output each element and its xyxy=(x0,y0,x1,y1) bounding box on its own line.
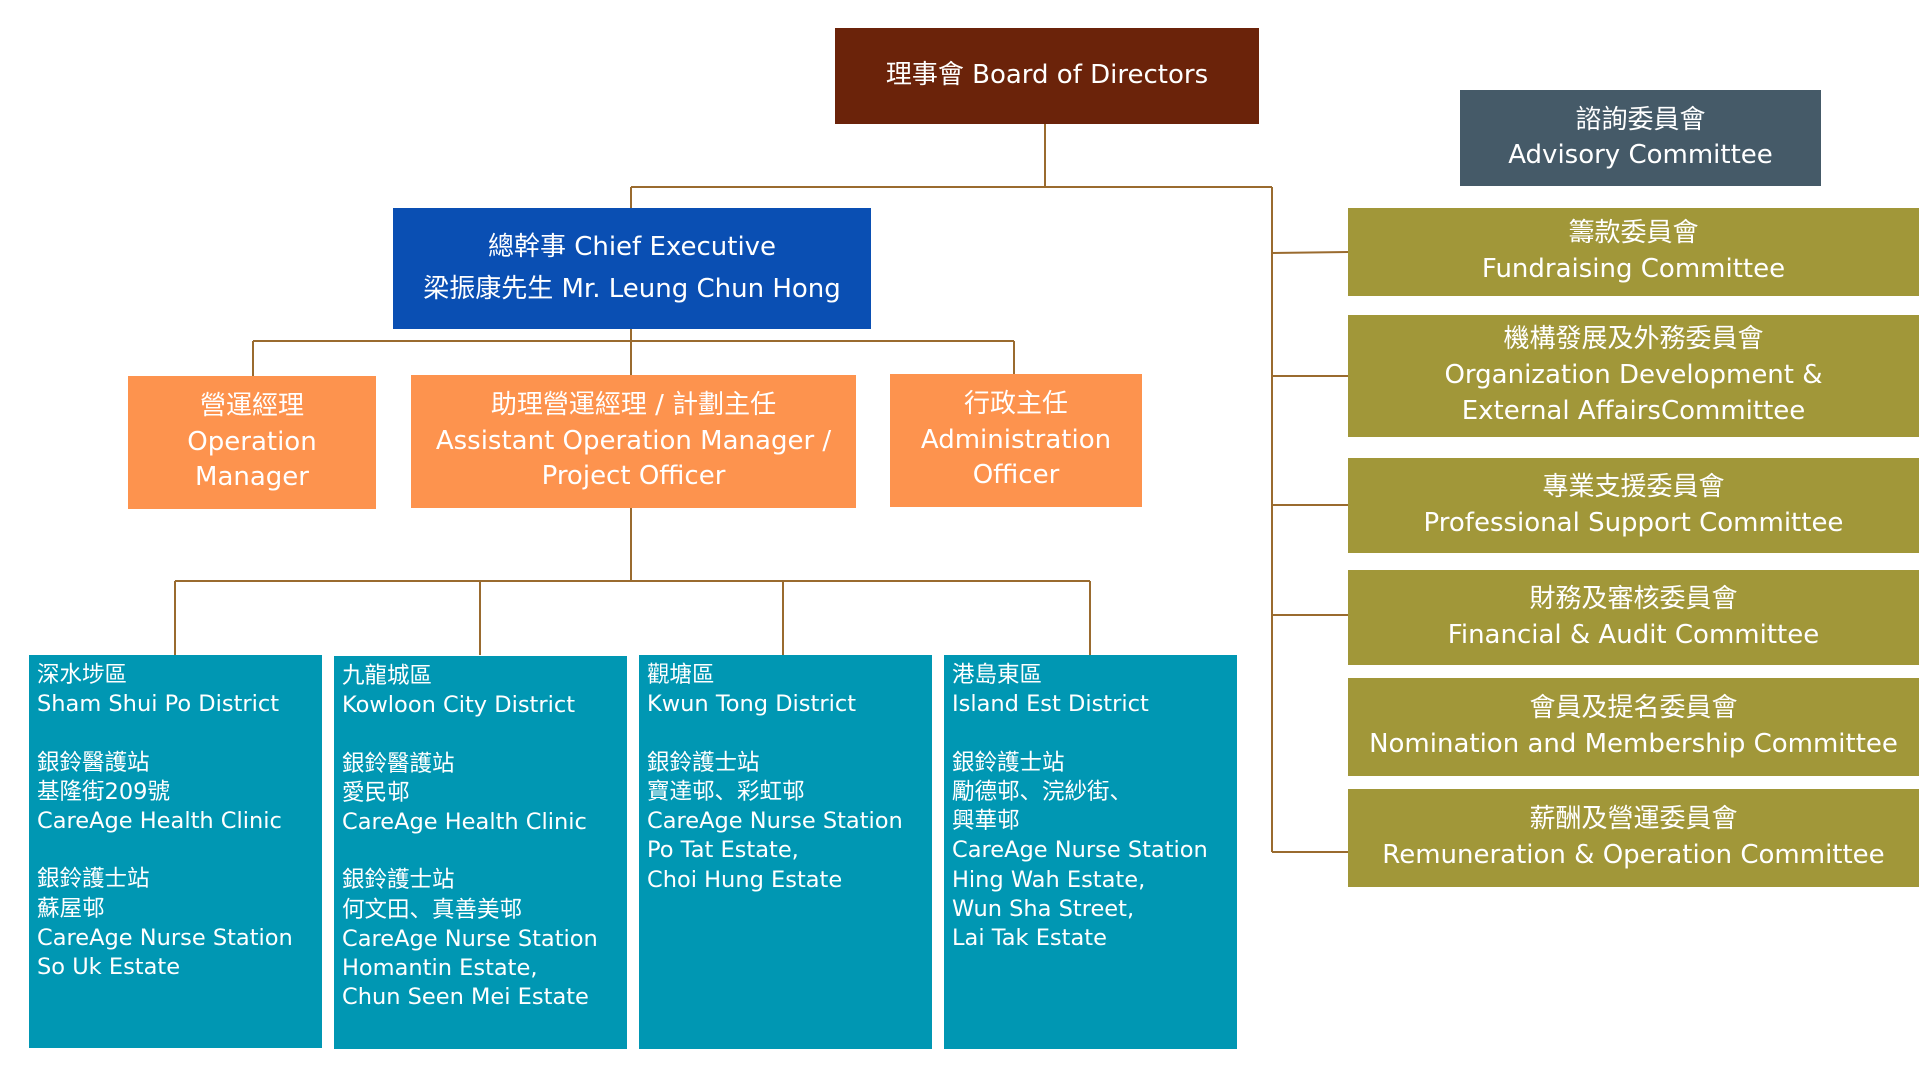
advisory-committee-en: Advisory Committee xyxy=(1508,140,1773,170)
chief-executive-title: 總幹事 Chief Executive xyxy=(487,231,777,262)
station-line: Wun Sha Street, xyxy=(952,895,1135,922)
chief-executive-name: 梁振康先生 Mr. Leung Chun Hong xyxy=(423,273,841,304)
station-line: 興華邨 xyxy=(952,808,1020,834)
station-line: CareAge Nurse Station xyxy=(952,837,1208,864)
committee-line: External AffairsCommittee xyxy=(1461,395,1806,426)
station-line: CareAge Nurse Station xyxy=(37,924,293,951)
district-box-kowloon-city: 九龍城區 Kowloon City District 銀鈴醫護站 愛民邨 Car… xyxy=(334,656,627,1049)
committee-line: 機構發展及外務委員會 xyxy=(1503,324,1764,355)
board-label: 理事會 Board of Directors xyxy=(885,60,1209,91)
station-line: 銀鈴護士站 xyxy=(647,749,760,776)
station-line: Homantin Estate, xyxy=(342,955,538,981)
district-name-en: Sham Shui Po District xyxy=(37,691,280,718)
operation-manager-line-en2: Manager xyxy=(195,462,309,493)
committee-line: 籌款委員會 xyxy=(1568,218,1699,249)
district-box-sham-shui-po: 深水埗區 Sham Shui Po District 銀鈴醫護站 基隆街209號… xyxy=(29,655,322,1048)
station-line: 銀鈴護士站 xyxy=(952,749,1065,776)
financial-audit-committee-box: 財務及審核委員會 Financial & Audit Committee xyxy=(1348,570,1919,665)
board-of-directors-box: 理事會 Board of Directors xyxy=(835,28,1259,124)
committee-line: 薪酬及營運委員會 xyxy=(1529,804,1738,835)
administration-officer-line-en2: Officer xyxy=(972,460,1060,491)
committee-line: Nomination and Membership Committee xyxy=(1369,729,1898,759)
fundraising-committee-box: 籌款委員會 Fundraising Committee xyxy=(1348,208,1919,296)
station-line: 勵德邨、浣紗街、 xyxy=(952,778,1133,805)
remuneration-operation-committee-box: 薪酬及營運委員會 Remuneration & Operation Commit… xyxy=(1348,789,1919,887)
administration-officer-line-zh: 行政主任 xyxy=(963,388,1068,419)
assistant-manager-line-zh: 助理營運經理 / 計劃主任 xyxy=(490,389,777,420)
committee-line: Remuneration & Operation Committee xyxy=(1382,840,1885,870)
station-line: Po Tat Estate, xyxy=(647,837,799,864)
administration-officer-box: 行政主任 Administration Officer xyxy=(890,374,1142,507)
nomination-membership-committee-box: 會員及提名委員會 Nomination and Membership Commi… xyxy=(1348,678,1919,776)
station-line: CareAge Nurse Station xyxy=(342,925,598,952)
station-line: Choi Hung Estate xyxy=(647,866,843,893)
committee-line: Organization Development & xyxy=(1444,360,1823,391)
committee-line: 財務及審核委員會 xyxy=(1529,583,1738,614)
station-line: 銀鈴護士站 xyxy=(342,867,455,894)
station-line: 銀鈴醫護站 xyxy=(342,750,455,777)
advisory-committee-box: 諮詢委員會 Advisory Committee xyxy=(1460,90,1821,186)
operation-manager-line-zh: 營運經理 xyxy=(199,390,304,421)
committee-line: Fundraising Committee xyxy=(1481,254,1786,284)
committee-line: 會員及提名委員會 xyxy=(1529,693,1738,724)
chief-executive-box: 總幹事 Chief Executive 梁振康先生 Mr. Leung Chun… xyxy=(393,208,871,329)
station-line: CareAge Nurse Station xyxy=(647,808,903,834)
station-line: So Uk Estate xyxy=(37,954,181,980)
station-line: 愛民邨 xyxy=(342,779,410,806)
station-line: 基隆街209號 xyxy=(37,778,170,805)
district-name-en: Kwun Tong District xyxy=(647,691,857,718)
assistant-operation-manager-box: 助理營運經理 / 計劃主任 Assistant Operation Manage… xyxy=(411,375,856,508)
assistant-manager-line-en1: Assistant Operation Manager / xyxy=(435,425,832,456)
station-line: 何文田、真善美邨 xyxy=(342,896,523,923)
district-name-zh: 觀塘區 xyxy=(647,662,715,688)
district-name-en: Kowloon City District xyxy=(342,692,576,719)
committee-line: Financial & Audit Committee xyxy=(1447,619,1820,650)
district-name-zh: 港島東區 xyxy=(952,662,1043,688)
district-box-kwun-tong: 觀塘區 Kwun Tong District 銀鈴護士站 寶達邨、彩虹邨 Car… xyxy=(639,655,932,1049)
organization-development-committee-box: 機構發展及外務委員會 Organization Development & Ex… xyxy=(1348,315,1919,437)
advisory-committee-zh: 諮詢委員會 xyxy=(1575,104,1706,135)
station-line: Lai Tak Estate xyxy=(952,925,1107,951)
administration-officer-line-en1: Administration xyxy=(920,424,1112,455)
station-line: 銀鈴護士站 xyxy=(37,866,150,893)
professional-support-committee-box: 專業支援委員會 Professional Support Committee xyxy=(1348,458,1919,553)
district-name-zh: 深水埗區 xyxy=(37,662,128,688)
committee-line: Professional Support Committee xyxy=(1423,507,1844,538)
station-line: 寶達邨、彩虹邨 xyxy=(647,778,805,805)
station-line: Hing Wah Estate, xyxy=(952,866,1146,893)
assistant-manager-line-en2: Project Officer xyxy=(541,461,726,492)
committee-line: 專業支援委員會 xyxy=(1542,471,1725,502)
operation-manager-line-en1: Operation xyxy=(187,426,317,457)
station-line: 蘇屋邨 xyxy=(37,895,105,922)
district-box-island-east: 港島東區 Island Est District 銀鈴護士站 勵德邨、浣紗街、 … xyxy=(944,655,1237,1049)
district-name-en: Island Est District xyxy=(952,691,1149,718)
operation-manager-box: 營運經理 Operation Manager xyxy=(128,376,376,509)
station-line: CareAge Health Clinic xyxy=(342,809,587,835)
station-line: CareAge Health Clinic xyxy=(37,808,282,834)
station-line: 銀鈴醫護站 xyxy=(37,749,150,776)
district-name-zh: 九龍城區 xyxy=(342,663,433,689)
station-line: Chun Seen Mei Estate xyxy=(342,984,589,1011)
